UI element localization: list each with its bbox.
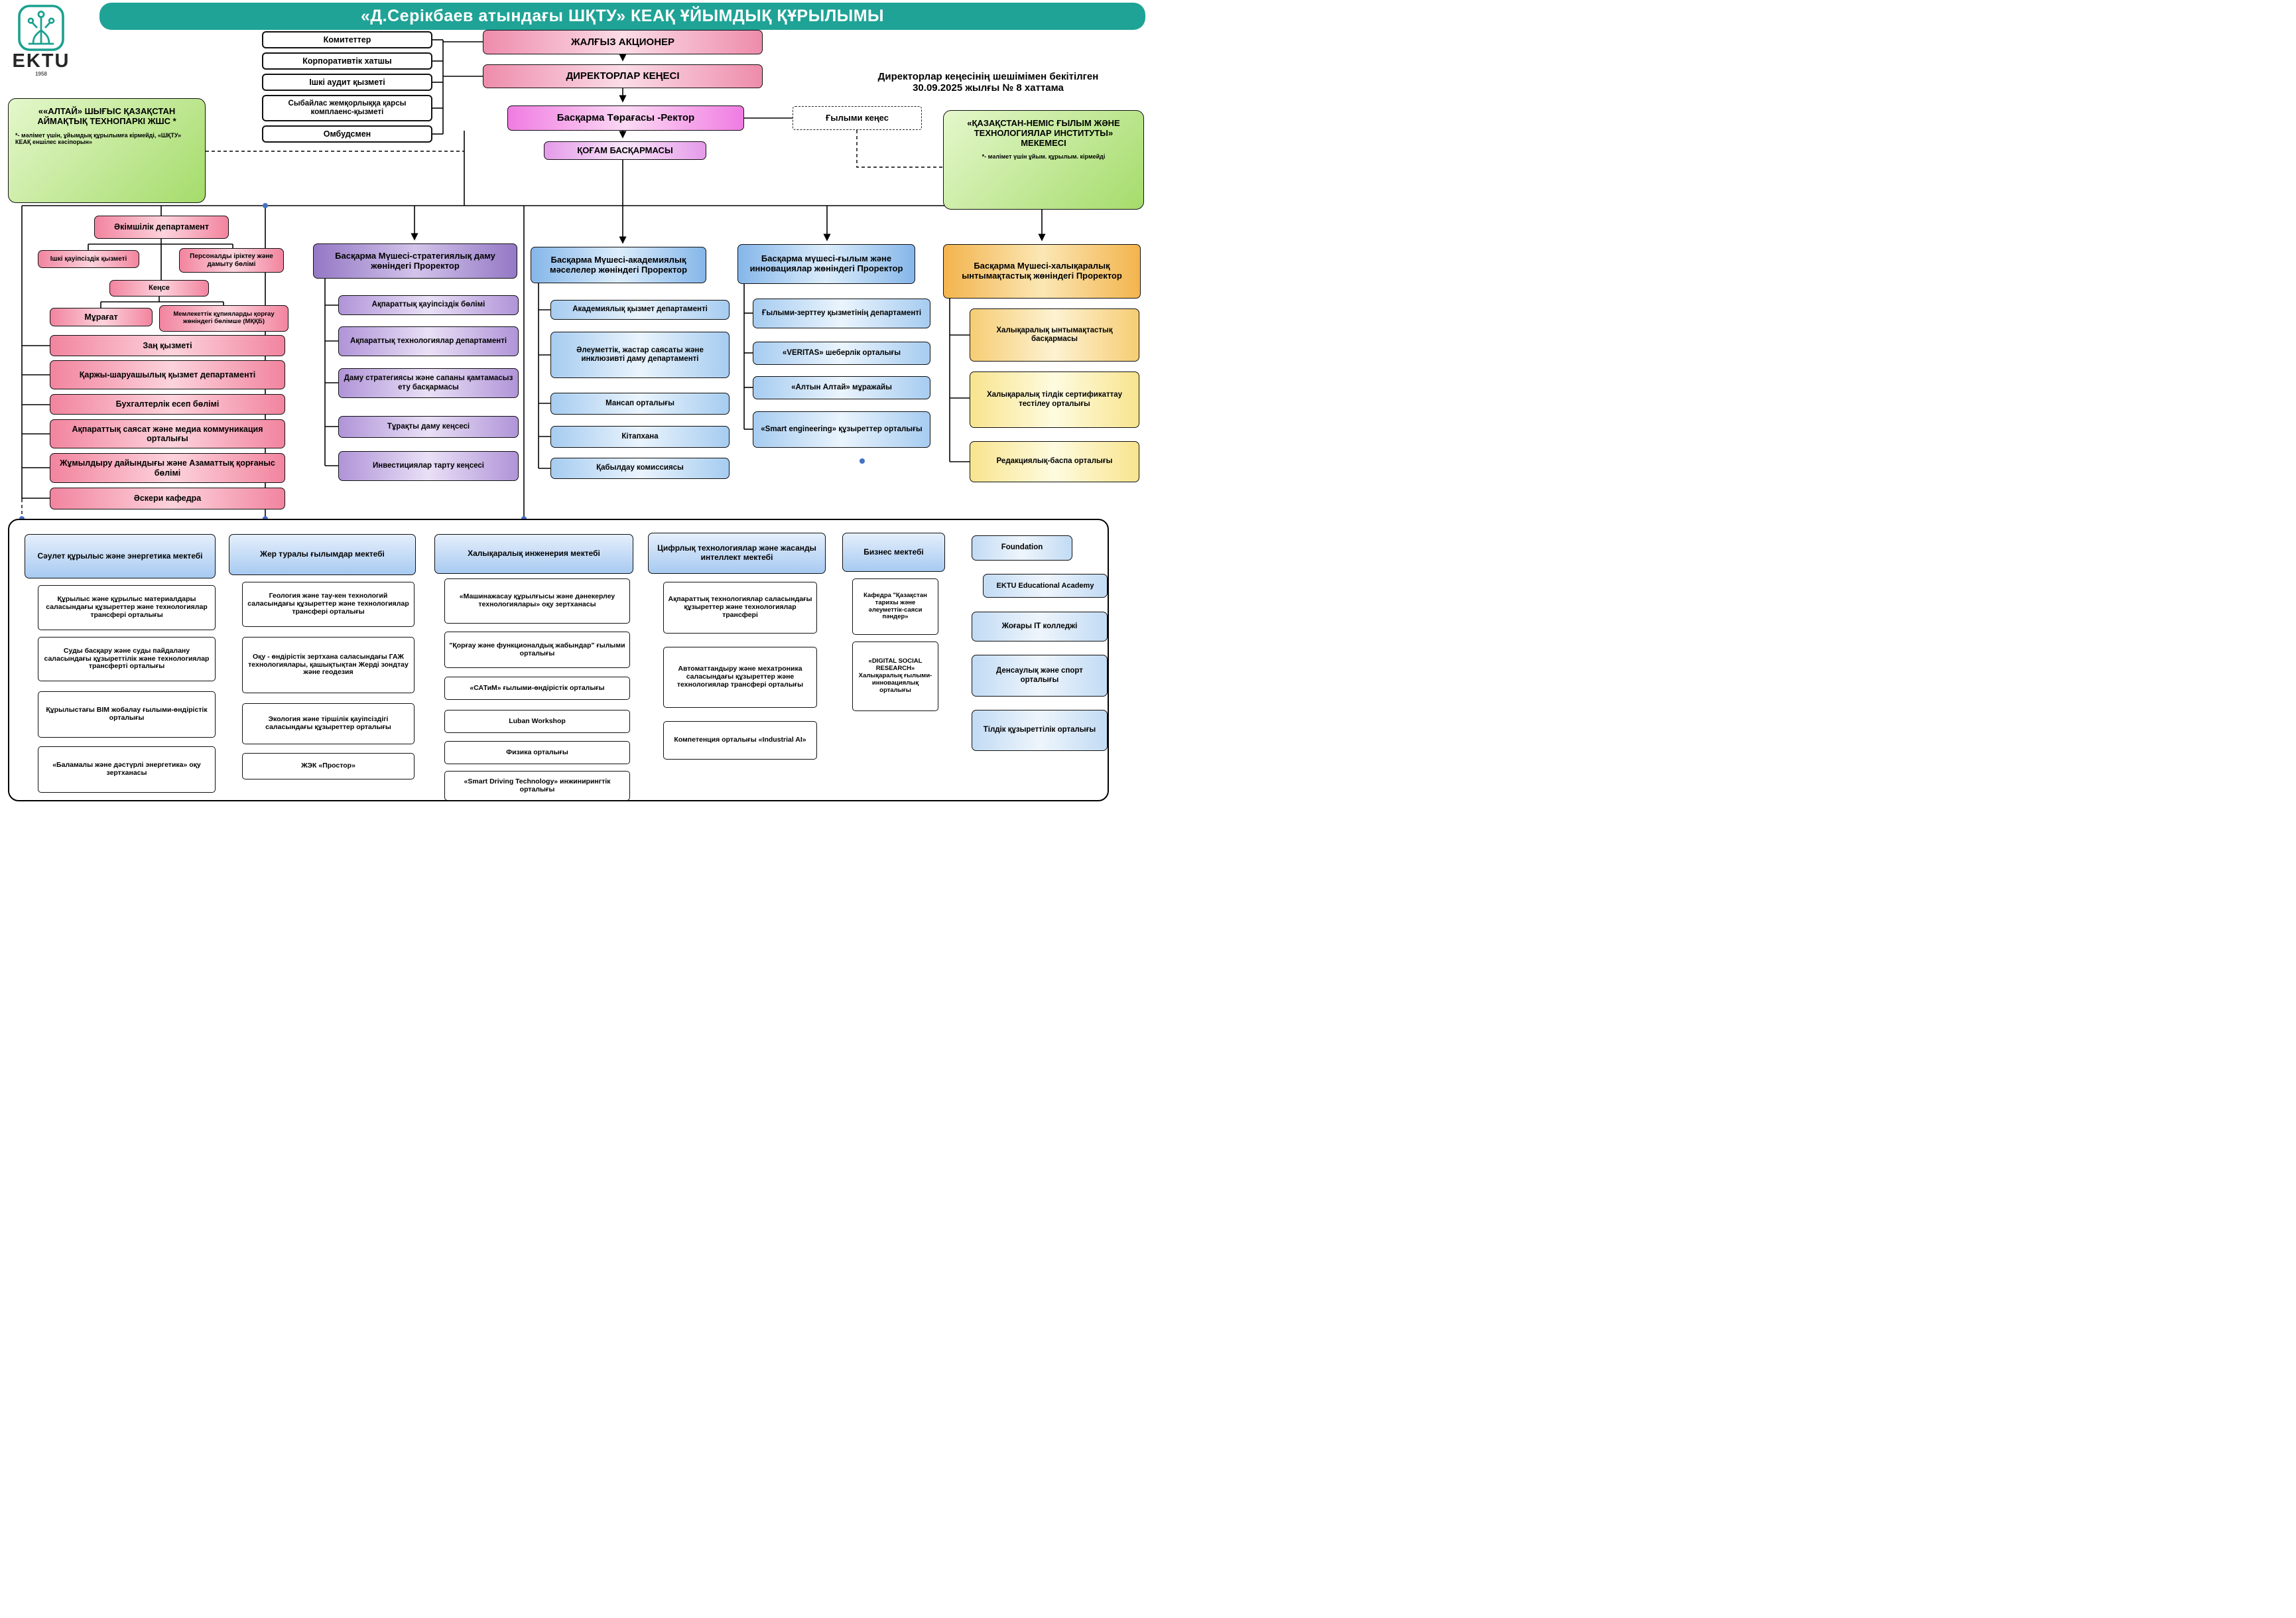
hr-selection-box: Персоналды іріктеу және дамыту бөлімі	[179, 248, 284, 273]
org-unit: «Smart engineering» құзыреттер орталығы	[753, 411, 930, 448]
kazakh-german-institute-box: «ҚАЗАҚСТАН-НЕМІС ҒЫЛЫМ ЖӘНЕ ТЕХНОЛОГИЯЛА…	[943, 110, 1144, 210]
approval-note: Директорлар кеңесінің шешімімен бекітілг…	[877, 70, 1099, 94]
org-unit: «VERITAS» шеберлік орталығы	[753, 342, 930, 365]
internal-security-box: Ішкі қауіпсіздік қызметі	[38, 250, 139, 268]
affiliate-note: *- мәлімет үшін, ұйымдық құрылымға кірме…	[15, 131, 182, 145]
school-unit: Құрылыс және құрылыс материалдары саласы…	[38, 585, 216, 630]
title-banner: «Д.Серікбаев атындағы ШҚТУ» КЕАҚ ҰЙЫМДЫҚ…	[99, 3, 1145, 30]
health-sport-center-box: Денсаулық және спорт орталығы	[972, 655, 1108, 697]
school-unit: Оқу - өндірістік зертхана саласындағы ГА…	[242, 637, 415, 693]
school-unit: "Қорғау және функционалдық жабындар" ғыл…	[444, 632, 630, 668]
logo-year: 1958	[35, 71, 47, 77]
school-unit: Құрылыстағы BIM жобалау ғылыми-өндірісті…	[38, 691, 216, 738]
school-unit: «САТиМ» ғылыми-өндірістік орталығы	[444, 677, 630, 700]
affiliate-title: «ҚАЗАҚСТАН-НЕМІС ҒЫЛЫМ ЖӘНЕ ТЕХНОЛОГИЯЛА…	[967, 118, 1120, 148]
admin-department-box: Әкімшілік департамент	[94, 216, 229, 239]
prorector-international-head: Басқарма Мүшесі-халықаралық ынтымақтасты…	[943, 244, 1141, 299]
org-unit: Академиялық қызмет департаменті	[550, 300, 730, 320]
school-head: Халықаралық инженерия мектебі	[434, 534, 633, 574]
org-unit: Қабылдау комиссиясы	[550, 458, 730, 479]
school-unit: ЖЭК «Простор»	[242, 753, 415, 779]
educational-academy-box: EKTU Educational Academy	[983, 574, 1108, 598]
org-unit: Мансап орталығы	[550, 393, 730, 415]
committee-box: Омбудсмен	[262, 125, 432, 143]
admin-unit: Бухгалтерлік есеп бөлімі	[50, 394, 285, 415]
ektu-logo-icon	[17, 4, 65, 52]
school-unit: Физика орталығы	[444, 741, 630, 764]
school-head: Сәулет құрылыс және энергетика мектебі	[25, 534, 216, 578]
org-unit: Ақпараттық технологиялар департаменті	[338, 326, 519, 356]
committee-box: Корпоративтік хатшы	[262, 52, 432, 70]
logo-wordmark: EKTU	[12, 50, 70, 72]
affiliate-note: *- мәлімет үшін ұйым. құрылым. кірмейді	[982, 153, 1106, 161]
affiliate-title: ««АЛТАЙ» ШЫҒЫС ҚАЗАҚСТАН АЙМАҚТЫҚ ТЕХНОП…	[37, 106, 176, 126]
org-unit: Әлеуметтік, жастар саясаты және инклюзив…	[550, 332, 730, 378]
committee-box: Сыбайлас жемқорлыққа қарсы комплаенс-қыз…	[262, 95, 432, 121]
committee-box: Ішкі аудит қызметі	[262, 74, 432, 91]
sole-shareholder-box: ЖАЛҒЫЗ АКЦИОНЕР	[483, 30, 763, 54]
school-unit: «DIGITAL SOCIAL RESEARCH» Халықаралық ғы…	[852, 641, 938, 711]
committee-box: Комитеттер	[262, 31, 432, 48]
school-unit: «Smart Driving Technology» инжинирингтік…	[444, 771, 630, 801]
admin-unit: Қаржы-шаруашылық қызмет департаменті	[50, 360, 285, 389]
school-unit: «Машинажасау құрылғысы және дәнекерлеу т…	[444, 578, 630, 624]
school-unit: Компетенция орталығы «Industrial AI»	[663, 721, 817, 760]
org-unit: Даму стратегиясы және сапаны қамтамасыз …	[338, 368, 519, 398]
org-unit: Халықаралық ынтымақтастық басқармасы	[970, 308, 1139, 362]
school-unit: Суды басқару және суды пайдалану саласын…	[38, 637, 216, 681]
org-unit: Ақпараттық қауіпсіздік бөлімі	[338, 295, 519, 315]
ektu-logo: EKTU 1958	[7, 4, 76, 77]
school-unit: Ақпараттық технологиялар саласындағы құз…	[663, 582, 817, 634]
admin-unit: Заң қызметі	[50, 335, 285, 356]
school-head: Жер туралы ғылымдар мектебі	[229, 534, 416, 575]
foundation-box: Foundation	[972, 535, 1072, 561]
admin-unit: Жұмылдыру дайындығы және Азаматтық қорға…	[50, 453, 285, 483]
org-unit: Инвестициялар тарту кеңсесі	[338, 451, 519, 481]
management-board-box: ҚОҒАМ БАСҚАРМАСЫ	[544, 141, 706, 160]
school-unit: «Баламалы және дәстүрлі энергетика» оқу …	[38, 746, 216, 793]
altai-technopark-box: ««АЛТАЙ» ШЫҒЫС ҚАЗАҚСТАН АЙМАҚТЫҚ ТЕХНОП…	[8, 98, 206, 203]
archive-box: Мұрағат	[50, 308, 153, 326]
school-unit: Luban Workshop	[444, 710, 630, 733]
admin-unit: Әскери кафедра	[50, 488, 285, 509]
office-box: Кеңсе	[109, 280, 209, 297]
org-chart-canvas: «Д.Серікбаев атындағы ШҚТУ» КЕАҚ ҰЙЫМДЫҚ…	[0, 0, 1148, 811]
language-competence-box: Тілдік құзыреттілік орталығы	[972, 710, 1108, 751]
prorector-strategic-head: Басқарма Мүшесі-стратегиялық даму жөнінд…	[313, 243, 517, 279]
prorector-science-head: Басқарма мүшесі-ғылым және инновациялар …	[737, 244, 915, 284]
org-unit: «Алтын Алтай» мұражайы	[753, 376, 930, 399]
prorector-academic-head: Басқарма Мүшесі-академиялық мәселелер жө…	[531, 247, 706, 283]
org-unit: Халықаралық тілдік сертификаттау тестіле…	[970, 371, 1139, 428]
school-head: Цифрлық технологиялар және жасанды интел…	[648, 533, 826, 574]
state-secrets-box: Мемлекеттік құпияларды қорғау жөніндегі …	[159, 305, 288, 332]
school-unit: Кафедра "Қазақстан тарихы және әлеуметті…	[852, 578, 938, 635]
admin-unit: Ақпараттық саясат және медиа коммуникаци…	[50, 419, 285, 448]
school-head: Бизнес мектебі	[842, 533, 945, 572]
school-unit: Геология және тау-кен технологий саласын…	[242, 582, 415, 627]
rector-box: Басқарма Төрағасы -Ректор	[507, 105, 744, 131]
board-of-directors-box: ДИРЕКТОРЛАР КЕҢЕСІ	[483, 64, 763, 88]
org-unit: Тұрақты даму кеңсесі	[338, 416, 519, 438]
org-unit: Кітапхана	[550, 426, 730, 448]
org-unit: Ғылыми-зерттеу қызметінің департаменті	[753, 299, 930, 328]
it-college-box: Жоғары IT колледжі	[972, 612, 1108, 641]
school-unit: Экология және тіршілік қауіпсіздігі сала…	[242, 703, 415, 744]
school-unit: Автоматтандыру және мехатроника саласынд…	[663, 647, 817, 708]
science-council-box: Ғылыми кеңес	[793, 106, 922, 130]
org-unit: Редакциялық-баспа орталығы	[970, 441, 1139, 482]
